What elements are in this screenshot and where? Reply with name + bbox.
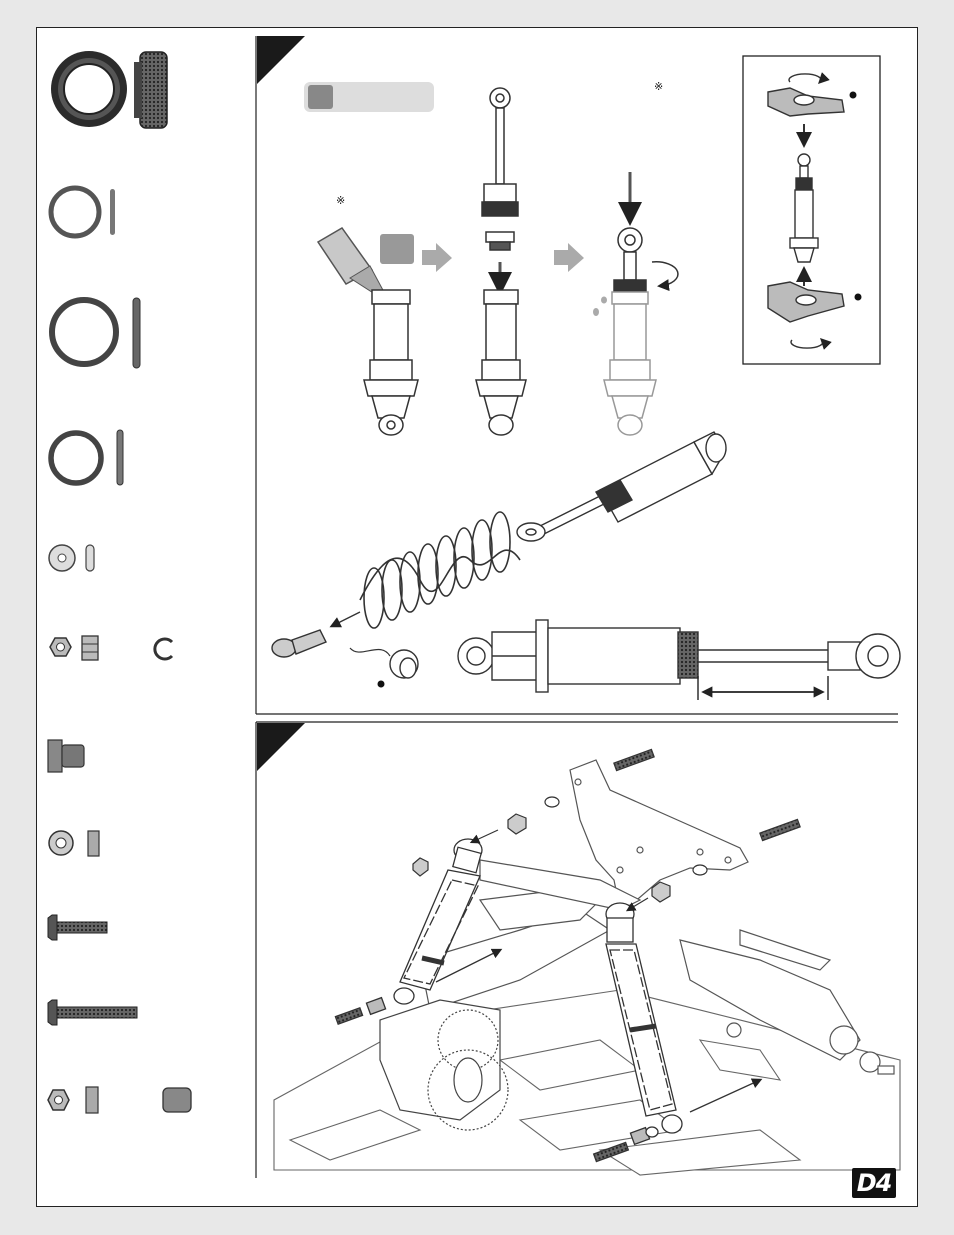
- tower-screws: [412, 748, 801, 941]
- step-badge-2: [257, 723, 305, 771]
- spacer-icon: [48, 830, 100, 857]
- shock-bushing-icon: [47, 739, 85, 773]
- shock-measured: [457, 619, 901, 693]
- length-dimension: [697, 676, 829, 700]
- washer-icon: [48, 544, 95, 572]
- tower-arrow-1: [469, 829, 499, 844]
- left-shock: [334, 838, 503, 1026]
- gearbox: [379, 999, 509, 1131]
- shock-body-3: [593, 172, 679, 436]
- note-mark-1: ※: [336, 195, 345, 207]
- tower-arrow-2: [625, 897, 649, 912]
- e-clip-icon: [153, 637, 174, 661]
- o-ring-large-icon: [49, 297, 141, 369]
- tool-bullet-2: [854, 293, 862, 301]
- tool-handle-icon: [767, 72, 845, 350]
- shock-seal-icon: [51, 51, 168, 129]
- arrow-right-icon-2: [554, 243, 584, 272]
- o-ring-medium-icon: [48, 429, 124, 486]
- suspension-arms: [419, 859, 895, 1075]
- shock-body-1: [363, 289, 419, 436]
- shock-exploded: [516, 431, 727, 542]
- o-ring-small-icon: [48, 185, 115, 239]
- step-label-box: [304, 82, 434, 112]
- spring-arrow: [329, 611, 361, 628]
- note-mark-2: ※: [654, 81, 663, 93]
- brand-logo: D4: [852, 1168, 896, 1198]
- oil-bottle: [316, 227, 414, 297]
- tool-bullet-1: [849, 91, 857, 99]
- lock-nut-icon: [49, 635, 99, 661]
- shock-body-2: [475, 87, 527, 436]
- arrow-right-icon: [422, 243, 452, 272]
- short-screw-icon: [47, 914, 108, 941]
- rod-end: [271, 629, 419, 679]
- shock-spring: [359, 511, 521, 629]
- ball-stud-icon: [47, 1086, 192, 1114]
- rod-end-bullet: [377, 680, 385, 688]
- long-screw-icon: [47, 999, 138, 1026]
- step-badge-1: [257, 36, 305, 84]
- step-label-swatch: [308, 85, 333, 109]
